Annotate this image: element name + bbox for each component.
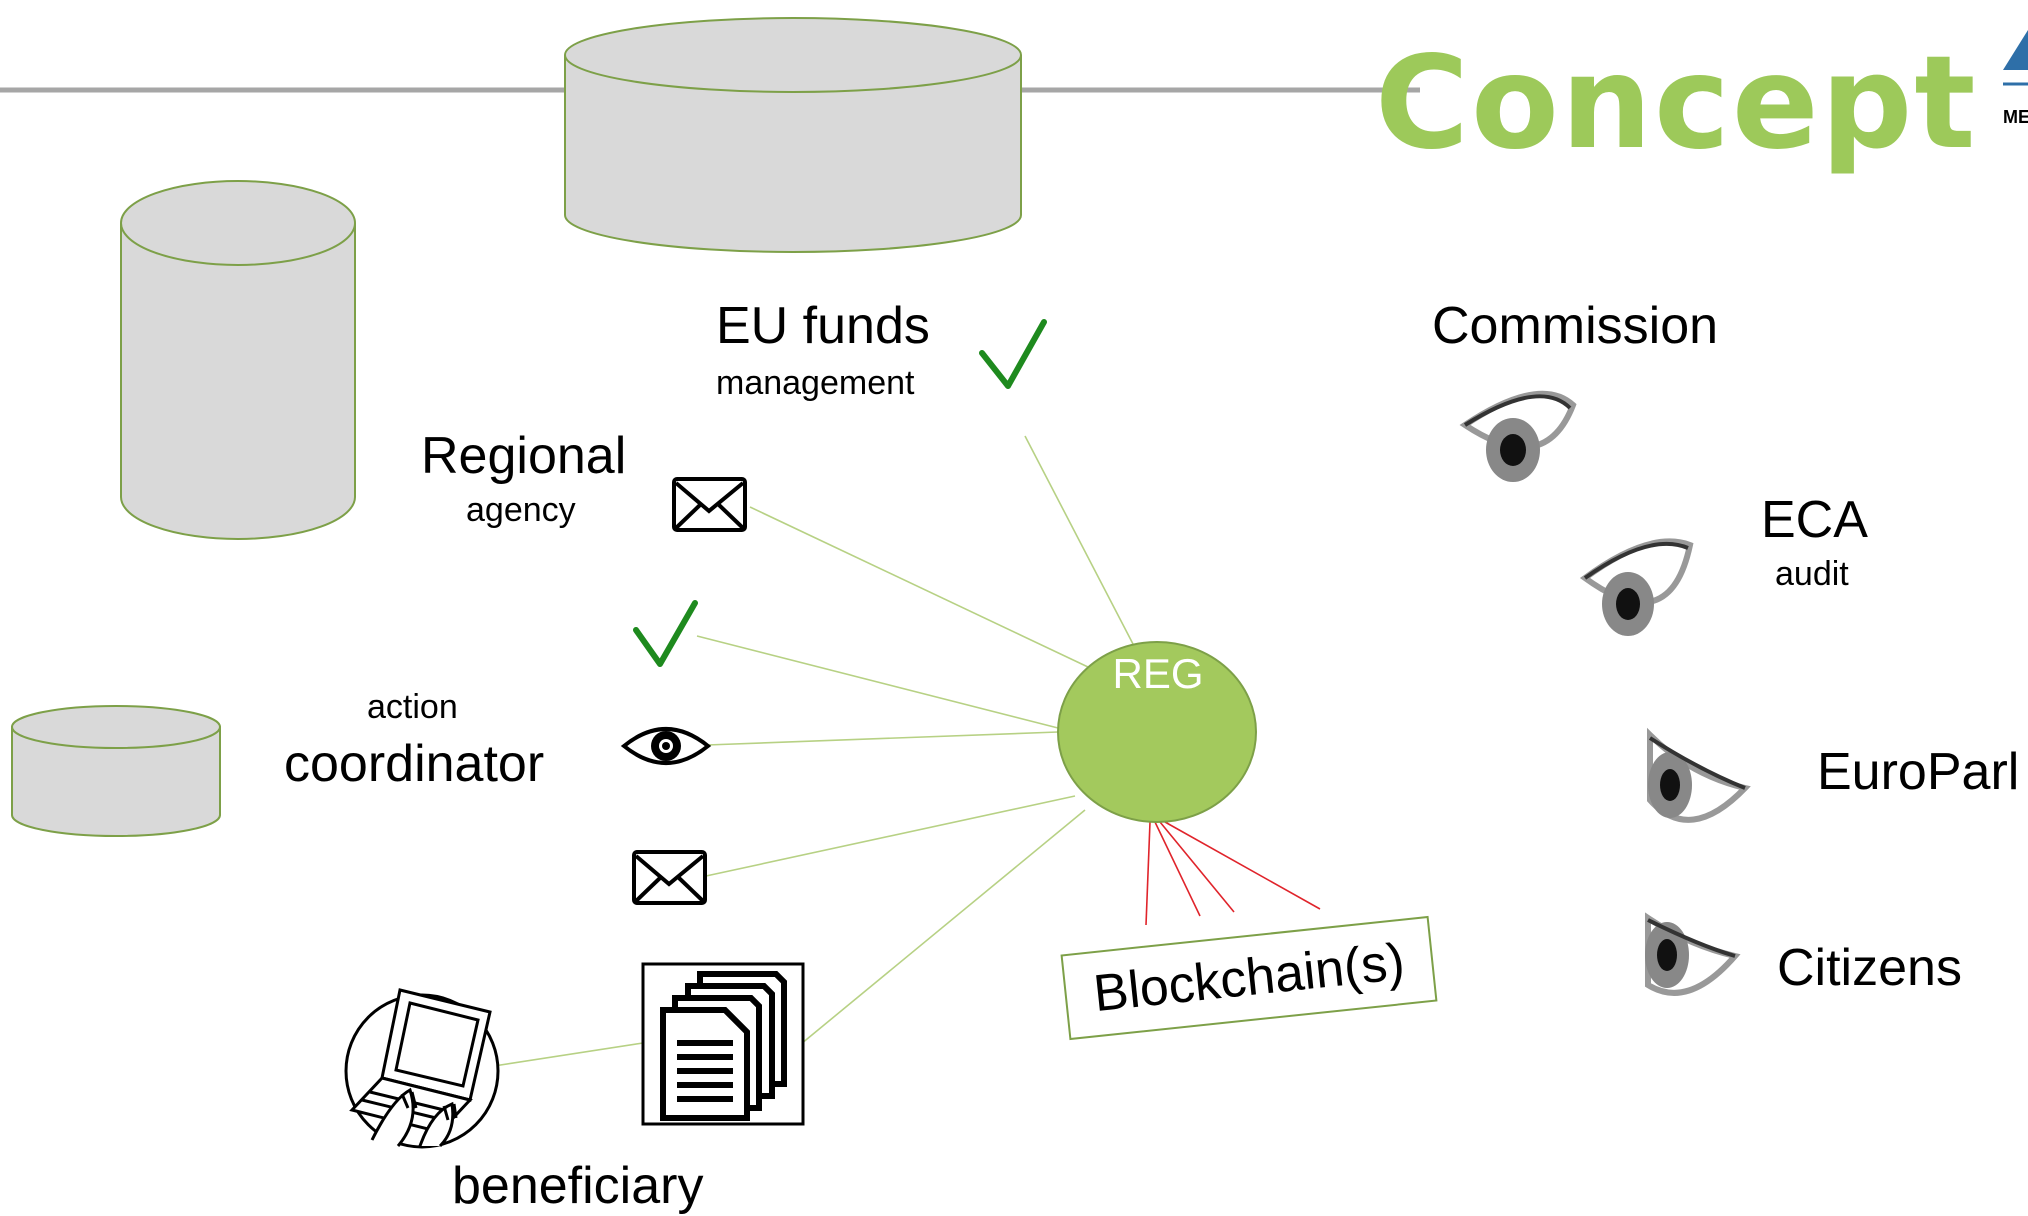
organization-logo-icon	[2003, 30, 2028, 86]
observer-commission-label: Commission	[1432, 297, 1719, 355]
eu-funds-database-icon	[564, 17, 1022, 253]
documents-icon	[641, 962, 805, 1126]
coordinator-title: coordinator	[284, 735, 545, 793]
europarl-eye-icon	[1647, 727, 1751, 823]
page-title: Concept	[1375, 29, 1978, 178]
hub-connectors	[493, 435, 1134, 1067]
blockchain-connectors	[1145, 821, 1321, 926]
regional-database-icon	[120, 180, 356, 540]
coordinator-eye-icon	[620, 727, 712, 765]
citizens-eye-icon	[1645, 912, 1741, 996]
reg-hub-label: REG	[1112, 650, 1204, 697]
commission-eye-icon	[1459, 390, 1577, 482]
coordinator-database-icon	[11, 705, 221, 837]
logo-text: ME	[2003, 107, 2028, 127]
observer-europarl-label: EuroParl	[1817, 743, 2020, 801]
laptop-user-icon	[344, 988, 500, 1149]
reg-hub-node	[1057, 641, 1257, 823]
coordinator-envelope-icon	[632, 850, 707, 905]
observer-eca-sublabel: audit	[1775, 555, 1849, 593]
eu-funds-subtitle: management	[716, 364, 915, 402]
regional-title: Regional	[421, 427, 627, 485]
coordinator-subtitle: action	[367, 688, 458, 726]
coordinator-checkmark-icon	[633, 600, 698, 667]
eu-funds-title: EU funds	[716, 297, 930, 355]
observer-citizens-label: Citizens	[1777, 939, 1962, 997]
regional-envelope-icon	[672, 477, 747, 532]
eca-eye-icon	[1579, 538, 1694, 636]
regional-subtitle: agency	[466, 491, 576, 529]
beneficiary-title: beneficiary	[452, 1157, 704, 1215]
observer-eca-label: ECA	[1761, 491, 1868, 549]
eu-funds-checkmark-icon	[979, 319, 1047, 389]
